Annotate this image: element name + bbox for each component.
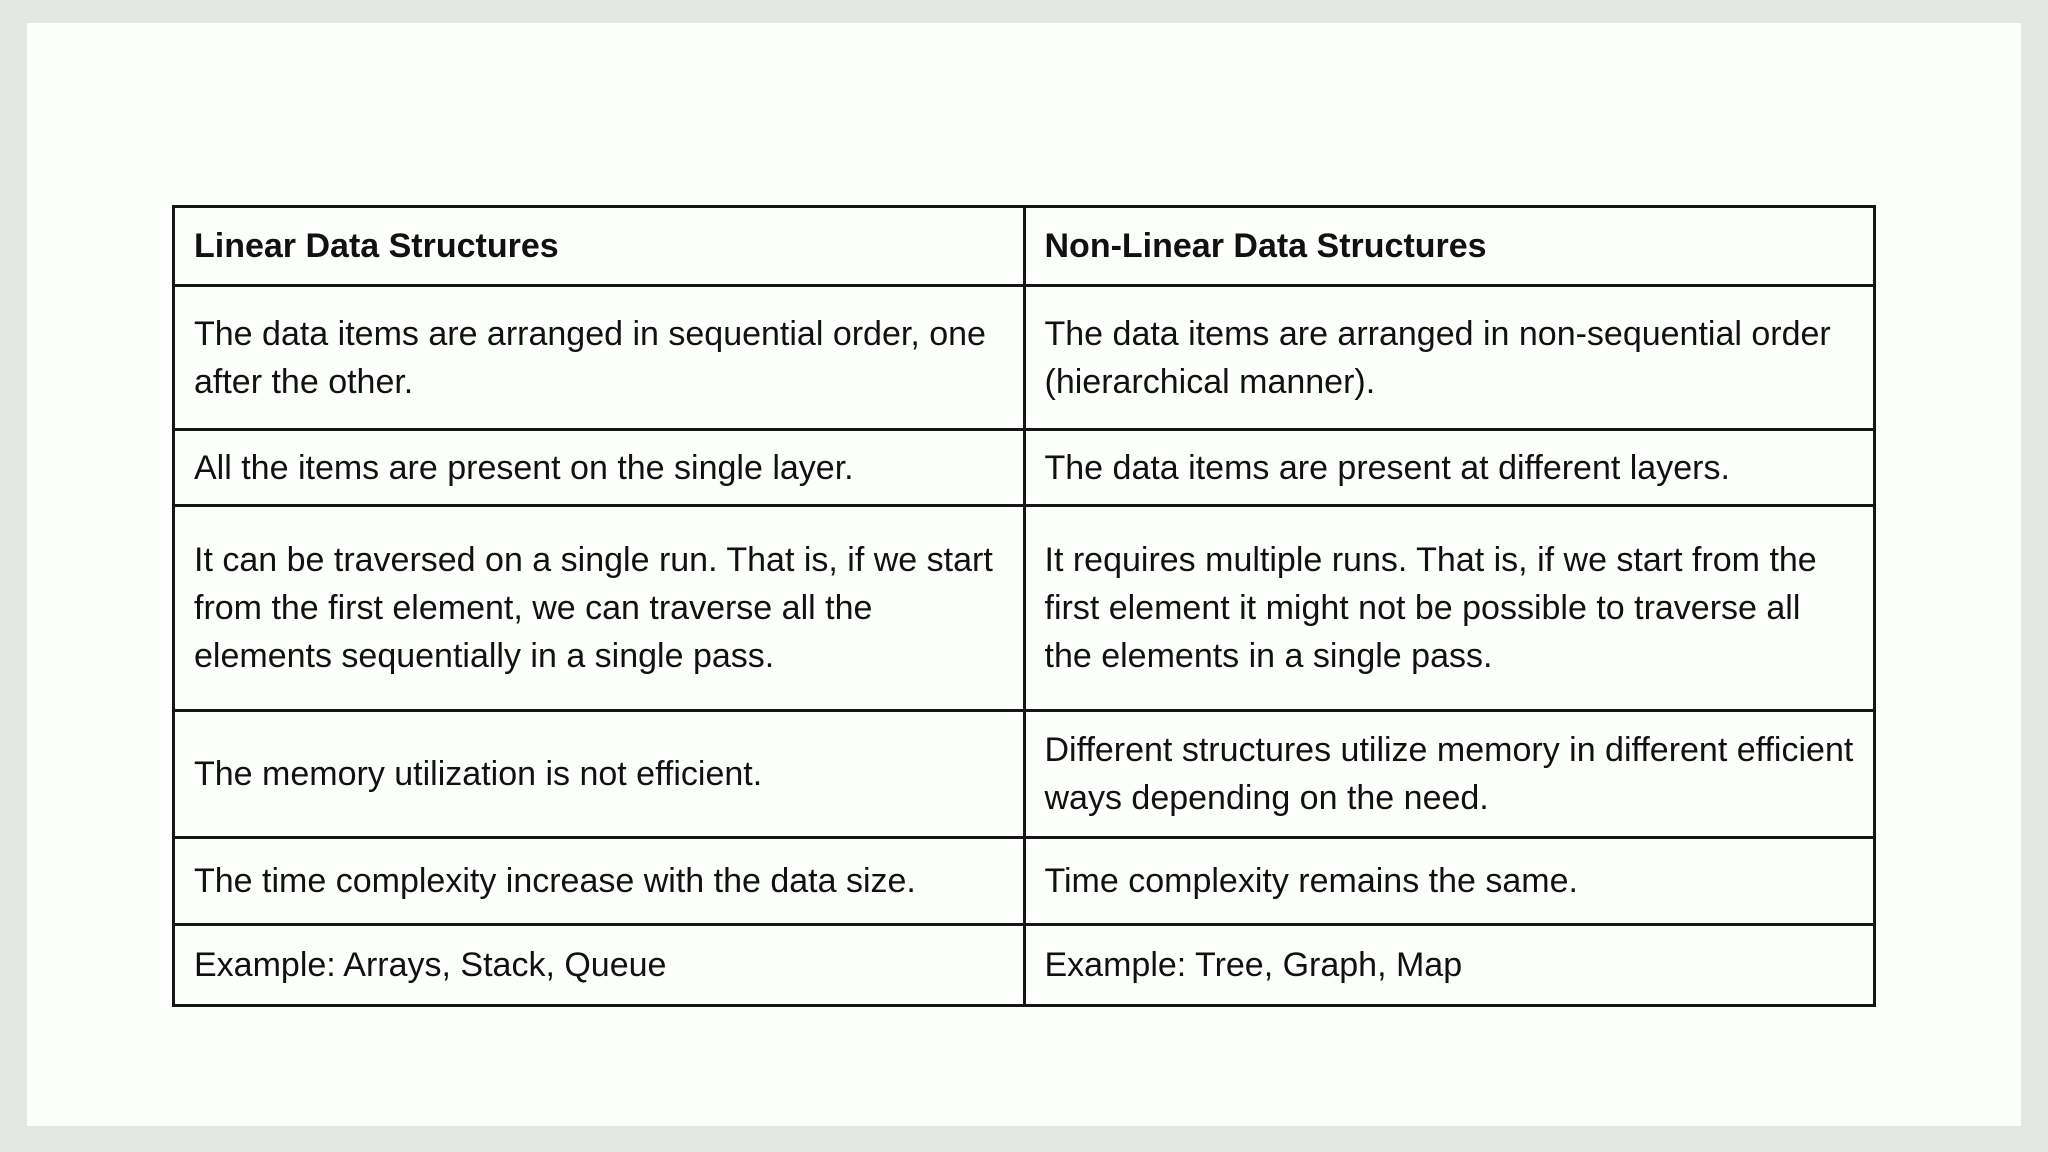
table-row-memory: The memory utilization is not efficient.… bbox=[172, 709, 1876, 839]
table-row-arrangement: The data items are arranged in sequentia… bbox=[172, 284, 1876, 431]
table-header-row: Linear Data Structures Non-Linear Data S… bbox=[172, 205, 1876, 287]
cell-non-linear-complexity: Time complexity remains the same. bbox=[1022, 836, 1876, 926]
cell-non-linear-traversal: It requires multiple runs. That is, if w… bbox=[1022, 504, 1876, 712]
table-row-complexity: The time complexity increase with the da… bbox=[172, 836, 1876, 926]
cell-non-linear-arrangement: The data items are arranged in non-seque… bbox=[1022, 284, 1876, 431]
cell-non-linear-layers: The data items are present at different … bbox=[1022, 428, 1876, 507]
column-header-linear: Linear Data Structures bbox=[172, 205, 1026, 287]
table-row-examples: Example: Arrays, Stack, Queue Example: T… bbox=[172, 923, 1876, 1007]
document-page: Linear Data Structures Non-Linear Data S… bbox=[27, 23, 2021, 1126]
cell-non-linear-examples: Example: Tree, Graph, Map bbox=[1022, 923, 1876, 1007]
cell-linear-memory: The memory utilization is not efficient. bbox=[172, 709, 1026, 839]
comparison-table: Linear Data Structures Non-Linear Data S… bbox=[172, 205, 1876, 1007]
cell-linear-complexity: The time complexity increase with the da… bbox=[172, 836, 1026, 926]
column-header-non-linear: Non-Linear Data Structures bbox=[1022, 205, 1876, 287]
table-row-layers: All the items are present on the single … bbox=[172, 428, 1876, 507]
table-row-traversal: It can be traversed on a single run. Tha… bbox=[172, 504, 1876, 712]
cell-linear-layers: All the items are present on the single … bbox=[172, 428, 1026, 507]
cell-linear-examples: Example: Arrays, Stack, Queue bbox=[172, 923, 1026, 1007]
cell-linear-traversal: It can be traversed on a single run. Tha… bbox=[172, 504, 1026, 712]
cell-non-linear-memory: Different structures utilize memory in d… bbox=[1022, 709, 1876, 839]
cell-linear-arrangement: The data items are arranged in sequentia… bbox=[172, 284, 1026, 431]
